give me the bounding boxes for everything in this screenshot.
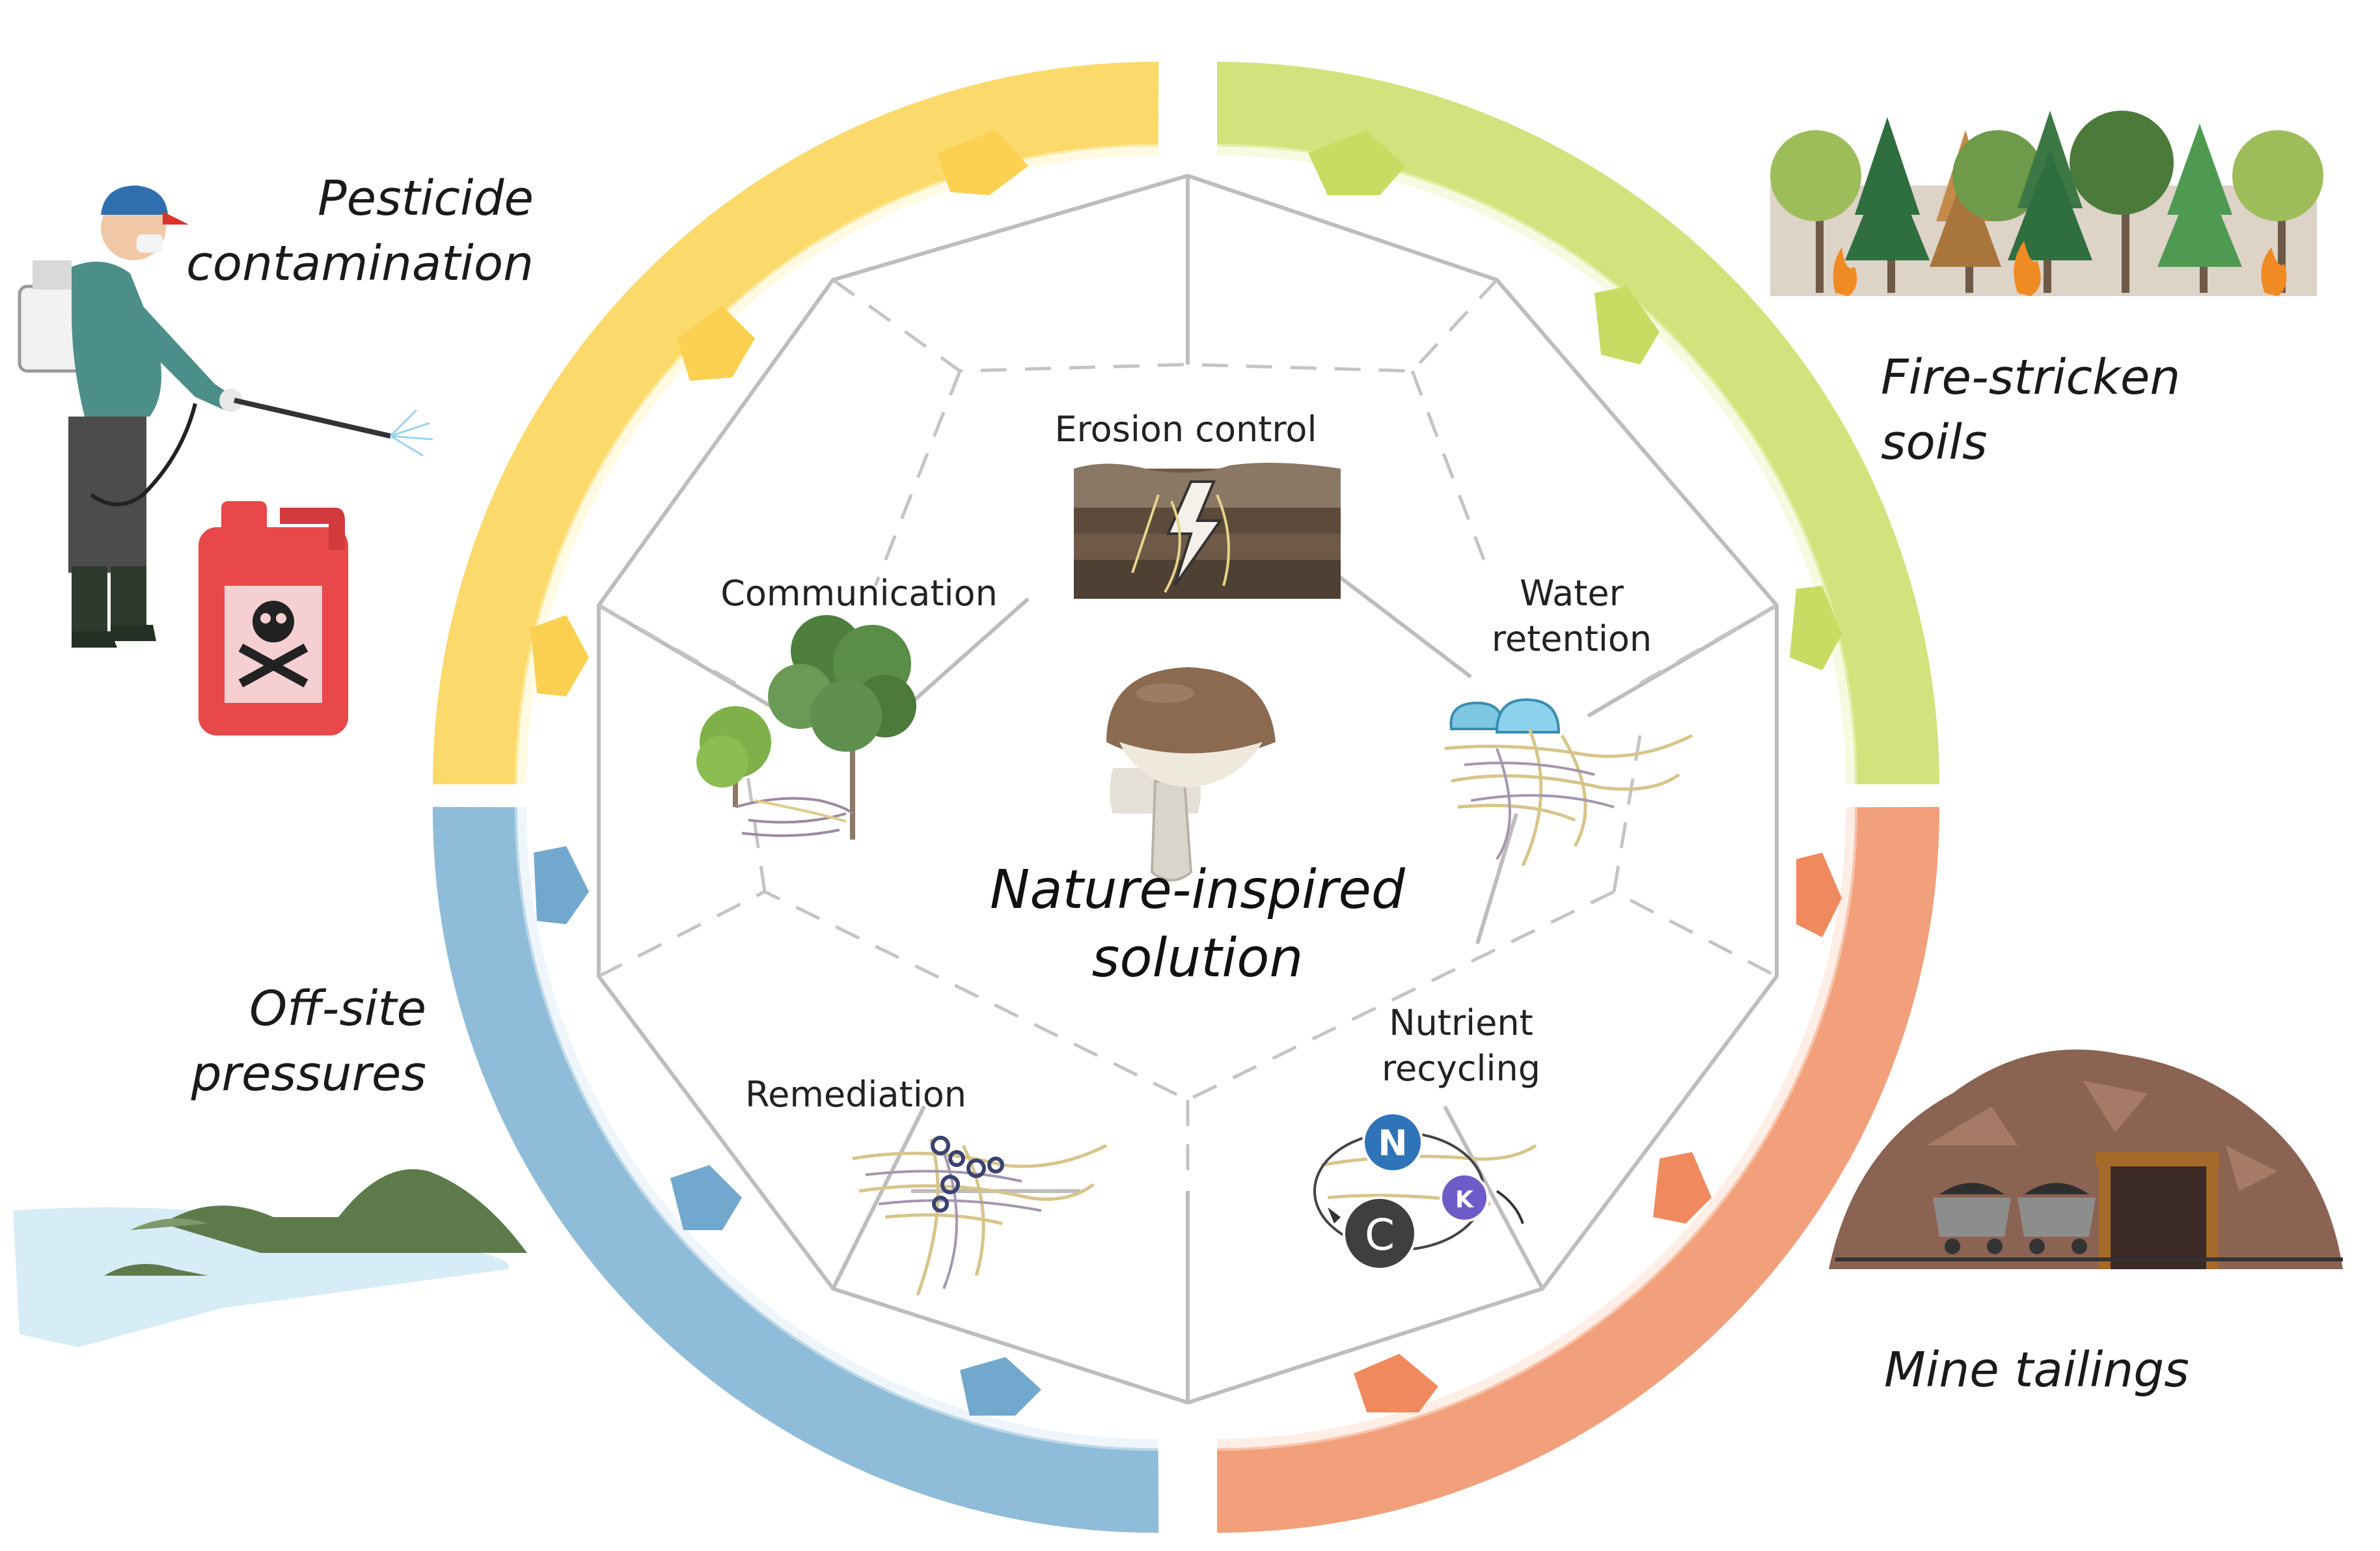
trees-network-icon — [696, 615, 916, 840]
label-offsite-line2: pressures — [191, 1046, 426, 1102]
label-offsite-line1: Off-site — [249, 981, 426, 1037]
label-mine-tailings: Mine tailings — [1884, 1342, 2189, 1398]
ring-segment-pesticide — [433, 61, 1159, 785]
label-nutrient-recycling-line2: recycling — [1382, 1048, 1540, 1089]
label-pesticide-line1: Pesticide — [318, 171, 534, 226]
label-fire-line2: soils — [1881, 415, 1988, 471]
label-fire-line1: Fire-stricken — [1881, 350, 2180, 405]
label-water-retention-line1: Water — [1520, 573, 1624, 614]
farmer-sprayer-icon — [18, 185, 433, 648]
soil-block-icon — [1074, 463, 1341, 599]
nitrogen-icon — [1362, 1112, 1423, 1173]
water-droplets-icon — [1444, 698, 1693, 867]
ring-segment-fire — [1216, 62, 1939, 785]
nutrient-cycle-icon — [1313, 1112, 1537, 1270]
inner-web — [597, 173, 1779, 1405]
carbon-icon — [1343, 1196, 1417, 1270]
mine-cart-icon — [1933, 1183, 2096, 1254]
potassium-icon — [1440, 1173, 1489, 1222]
label-erosion-control: Erosion control — [1055, 409, 1317, 450]
nutrient-n-label: N — [1378, 1123, 1407, 1164]
burning-forest-icon — [1770, 111, 2323, 296]
poison-canister-icon — [198, 501, 348, 735]
nutrient-k-label: K — [1455, 1187, 1474, 1213]
landscape-water-icon — [13, 1169, 527, 1347]
label-nutrient-recycling-line1: Nutrient — [1389, 1002, 1533, 1043]
label-communication: Communication — [720, 573, 998, 614]
label-water-retention-line2: retention — [1492, 618, 1652, 659]
center-title-line1: Nature-inspired — [990, 859, 1406, 921]
ring-segment-offsite — [432, 806, 1159, 1533]
mushroom-icon — [1106, 667, 1276, 882]
outer-ring — [432, 61, 1940, 1533]
mine-entrance-icon — [1829, 1049, 2343, 1269]
label-remediation: Remediation — [745, 1074, 966, 1115]
ring-tabs — [530, 130, 1842, 1416]
ring-segment-mine — [1216, 806, 1940, 1533]
label-pesticide-line2: contamination — [186, 236, 534, 292]
hyphae-remediation-icon — [852, 1136, 1108, 1296]
center-title-line2: solution — [1092, 927, 1304, 989]
inner-dashed-web — [597, 278, 1778, 1185]
nutrient-c-label: C — [1365, 1210, 1395, 1260]
